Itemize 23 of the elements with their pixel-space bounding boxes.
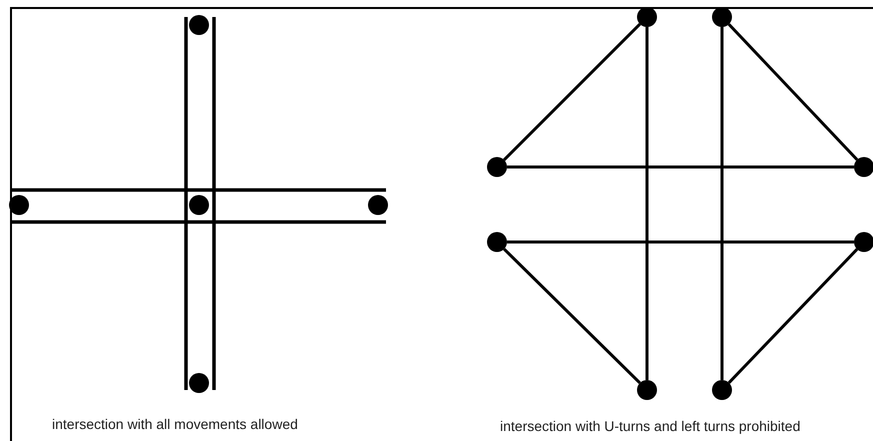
connector-line	[503, 248, 641, 384]
node-dot	[9, 195, 29, 215]
caption: intersection with U-turns and left turns prohibited	[500, 418, 800, 434]
node-dot	[712, 7, 732, 27]
node-dot	[487, 232, 507, 252]
connector-line	[720, 27, 724, 380]
node-dot	[637, 380, 657, 400]
connector-line	[728, 23, 858, 161]
connector-line	[646, 27, 648, 380]
node-dot	[189, 373, 209, 393]
node-dot	[487, 157, 507, 177]
caption: intersection with all movements allowed	[52, 416, 298, 432]
connector-line	[507, 240, 854, 244]
node-dot	[854, 157, 873, 177]
connector-line	[503, 23, 641, 161]
node-dot	[189, 195, 209, 215]
node-dot	[189, 15, 209, 35]
connector-line	[728, 248, 858, 384]
connector-line	[507, 166, 854, 168]
node-dot	[637, 7, 657, 27]
node-dot	[854, 232, 873, 252]
node-dot	[712, 380, 732, 400]
node-dot	[368, 195, 388, 215]
